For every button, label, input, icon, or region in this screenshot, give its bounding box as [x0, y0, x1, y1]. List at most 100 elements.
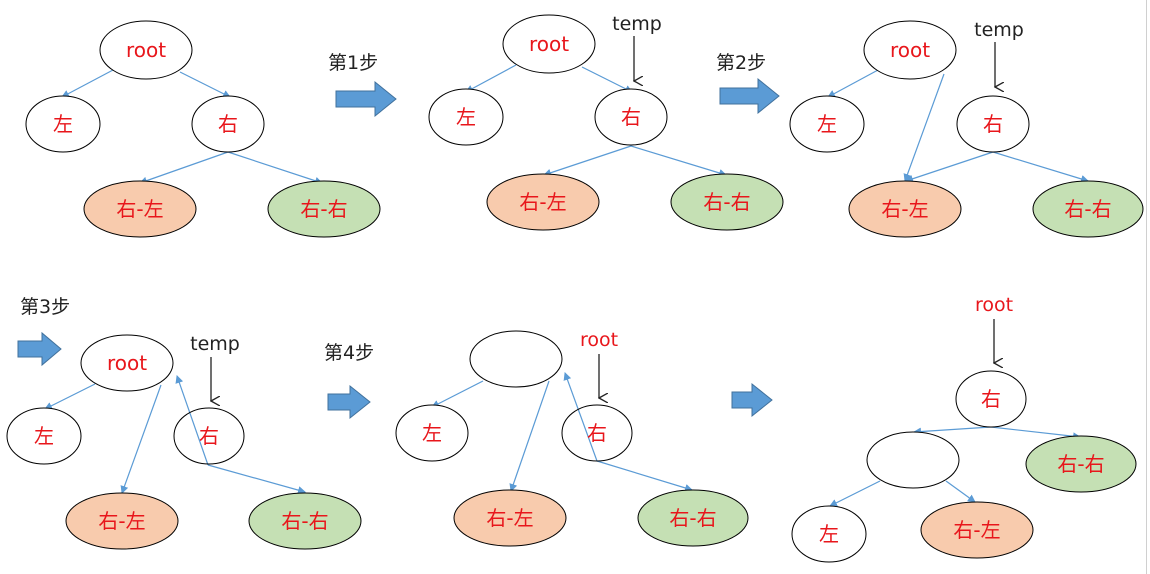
left-node-label: 左 — [34, 424, 54, 448]
left-node — [395, 404, 469, 462]
root-node — [80, 334, 174, 392]
right-right-node-label: 右-右 — [1064, 197, 1111, 221]
right-left-node — [848, 180, 962, 238]
right-node — [594, 88, 668, 146]
right-right-node-label: 右-右 — [281, 509, 328, 533]
edge-right-rightright — [207, 464, 306, 494]
edge-right-rightleft — [905, 151, 994, 183]
step2-label: 第2步 — [716, 52, 766, 74]
edge-right-rightright — [990, 426, 1081, 441]
right-right-node-label: 右-右 — [1057, 452, 1104, 476]
edge-root-rightleft — [120, 384, 162, 494]
root-node — [502, 14, 596, 74]
root-node-label: root — [529, 32, 569, 56]
right-left-node — [83, 180, 197, 238]
right-left-node-label: 右-左 — [486, 506, 533, 530]
left-node — [6, 407, 82, 465]
panel-step2: temp root 左 右 右-左 右-右 — [789, 19, 1144, 238]
temp-label: temp — [612, 13, 662, 35]
edge-right-root — [175, 375, 209, 466]
right-right-node — [1032, 180, 1144, 238]
step1-label: 第1步 — [328, 52, 378, 74]
panel-initial: root 左 右 右-左 右-右 — [25, 20, 381, 238]
right-right-node-label: 右-右 — [669, 506, 716, 530]
edge-root-right — [179, 71, 231, 98]
edge-emptynode-left — [431, 380, 484, 408]
edge-emptynode-rightleft — [509, 380, 550, 492]
left-node-label: 左 — [819, 522, 839, 546]
left-node — [791, 505, 867, 563]
temp-label: temp — [190, 333, 240, 355]
step3-label: 第3步 — [20, 296, 70, 318]
edge-root-left — [61, 69, 114, 98]
edge-right-rightleft — [543, 145, 632, 177]
step4-label: 第4步 — [324, 342, 374, 364]
final-arrow-icon — [731, 382, 773, 418]
root-node — [99, 20, 193, 80]
right-right-node — [670, 173, 784, 231]
edge-right-rightleft — [139, 151, 229, 185]
right-node-label: 右 — [621, 105, 641, 129]
right-left-node-label: 右-左 — [519, 190, 566, 214]
right-left-node — [453, 489, 567, 547]
root-node-label: root — [107, 351, 147, 375]
left-node-label: 左 — [817, 112, 837, 136]
right-left-node-label: 右-左 — [881, 197, 928, 221]
right-left-node-label: 右-左 — [116, 197, 163, 221]
right-node — [956, 95, 1030, 153]
right-right-node — [637, 489, 749, 547]
panel-step3: temp root 左 右 右-左 右-右 — [6, 333, 362, 550]
edge-root-right — [581, 66, 633, 93]
edge-right-rightright — [596, 460, 693, 492]
right-right-node — [267, 180, 381, 238]
right-node — [191, 95, 265, 153]
panel-result: root 右 右-右 左 右-左 — [791, 294, 1137, 563]
step4-arrow-icon — [327, 384, 371, 420]
edge-right-emptynode — [563, 372, 598, 462]
edge-right-rightright — [992, 151, 1089, 183]
edge-right-rightright — [630, 145, 727, 177]
right-node — [955, 370, 1027, 428]
edge-root-left — [827, 69, 879, 98]
root-pointer-label: root — [975, 294, 1013, 316]
right-node — [173, 407, 245, 465]
left-node — [25, 95, 101, 153]
right-left-node-label: 右-左 — [98, 509, 145, 533]
right-right-node — [1025, 435, 1137, 493]
right-border — [1146, 0, 1147, 574]
right-right-node — [248, 492, 362, 550]
right-node-label: 右 — [218, 112, 238, 136]
left-node — [428, 88, 504, 146]
step1-arrow-icon — [335, 80, 397, 118]
right-left-node-label: 右-左 — [953, 518, 1000, 542]
left-node — [789, 95, 865, 153]
root-pointer-label: root — [580, 329, 618, 351]
right-node-label: 右 — [587, 421, 607, 445]
edge-root-left — [44, 383, 96, 410]
left-node-label: 左 — [422, 421, 442, 445]
edge-right-emptynode — [913, 426, 992, 436]
right-left-node — [486, 173, 600, 231]
step3-arrow-icon — [17, 331, 62, 367]
edge-right-rightright — [227, 151, 323, 185]
right-node — [561, 404, 633, 462]
empty-node — [866, 431, 960, 489]
edge-root-rightleft — [903, 73, 945, 182]
panel-step4: root 左 右 右-左 右-右 — [395, 329, 749, 547]
right-left-node — [920, 501, 1034, 559]
right-left-node — [65, 492, 179, 550]
left-node-label: 左 — [53, 112, 73, 136]
root-node — [863, 20, 957, 80]
edge-emptynode-left — [829, 480, 881, 507]
step2-arrow-icon — [719, 77, 780, 115]
root-node-label: root — [890, 38, 930, 62]
right-node-label: 右 — [981, 387, 1001, 411]
empty-node — [469, 330, 563, 388]
right-node-label: 右 — [199, 424, 219, 448]
right-right-node-label: 右-右 — [703, 190, 750, 214]
right-node-label: 右 — [983, 112, 1003, 136]
root-node-label: root — [126, 38, 166, 62]
right-right-node-label: 右-右 — [300, 197, 347, 221]
temp-label: temp — [974, 19, 1024, 41]
